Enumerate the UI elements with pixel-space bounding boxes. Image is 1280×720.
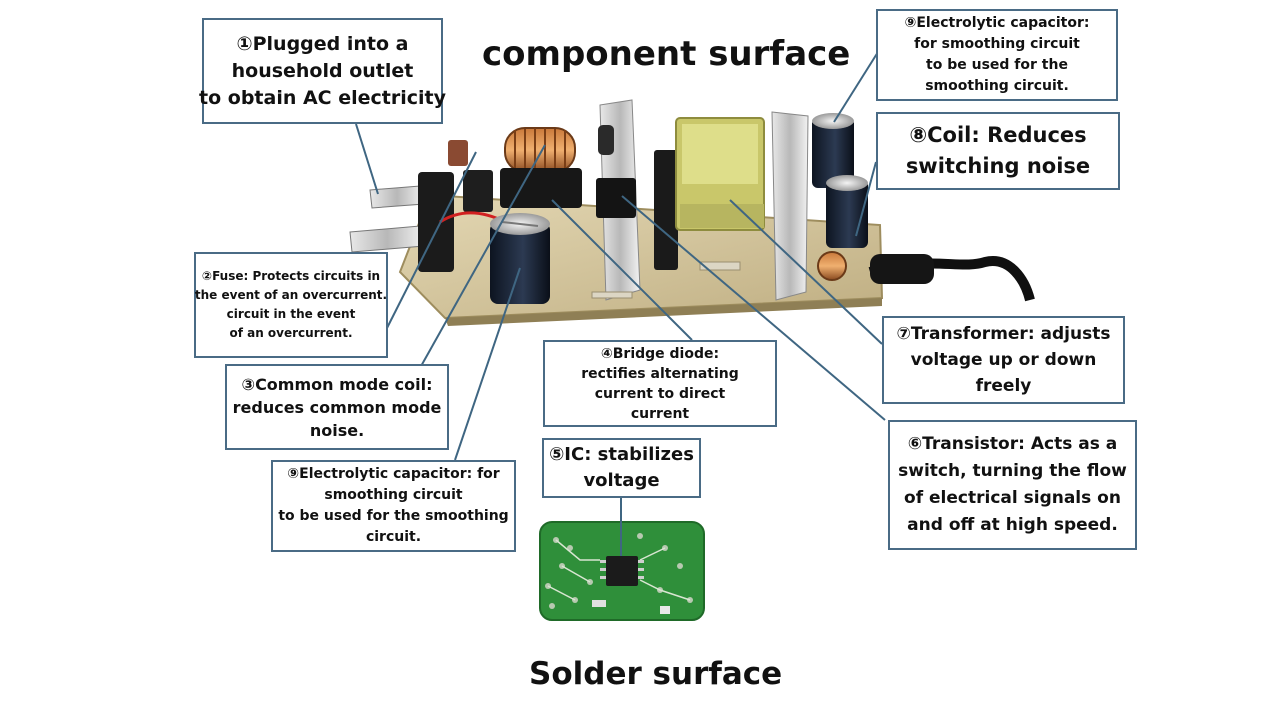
- callout-transistor-line: ⑥Transistor: Acts as a: [907, 434, 1118, 454]
- callout-coil-line: ⑧Coil: Reduces: [909, 123, 1087, 147]
- ic-chip-part: [606, 556, 638, 586]
- callout-fuse-line: the event of an overcurrent.: [194, 288, 388, 302]
- callout-capacitor-bottom-line: ⑨Electrolytic capacitor: for: [287, 466, 500, 482]
- callout-fuse-line: of an overcurrent.: [229, 326, 353, 340]
- callout-plug-line: household outlet: [231, 59, 414, 82]
- callout-transformer-line: ⑦Transformer: adjusts: [896, 324, 1111, 344]
- callout-plug: ①Plugged into a household outlet to obta…: [199, 18, 446, 124]
- callout-ic-line: ⑤IC: stabilizes: [549, 444, 694, 465]
- callout-bridge-diode-line: current: [630, 405, 690, 422]
- output-cable: [868, 254, 1035, 302]
- callout-coil: ⑧Coil: Reduces switching noise: [876, 112, 1120, 190]
- callout-transistor-line: and off at high speed.: [907, 515, 1118, 535]
- electrolytic-capacitor-lower-part: [490, 213, 550, 304]
- component-board: [349, 99, 1035, 326]
- callout-common-mode-coil-line: reduces common mode: [232, 397, 442, 417]
- callout-capacitor-top-line: for smoothing circuit: [914, 36, 1080, 52]
- callout-bridge-diode-line: current to direct: [594, 385, 726, 402]
- callout-transistor: ⑥Transistor: Acts as a switch, turning t…: [888, 420, 1137, 550]
- callout-common-mode-coil: ③Common mode coil: reduces common mode n…: [225, 364, 449, 450]
- callout-ic-line: voltage: [583, 470, 660, 491]
- callout-coil-line: switching noise: [905, 154, 1091, 178]
- callout-transformer: ⑦Transformer: adjusts voltage up or down…: [882, 316, 1125, 404]
- callout-capacitor-top: ⑨Electrolytic capacitor: for smoothing c…: [876, 9, 1118, 101]
- callout-fuse: ②Fuse: Protects circuits in the event of…: [194, 252, 388, 358]
- callout-common-mode-coil-line: ③Common mode coil:: [241, 374, 433, 394]
- callout-ic: ⑤IC: stabilizes voltage: [542, 438, 701, 498]
- callout-capacitor-bottom-line: circuit.: [365, 529, 422, 545]
- common-mode-coil-part: [500, 127, 582, 208]
- callout-fuse-line: circuit in the event: [226, 307, 356, 321]
- callout-plug-line: to obtain AC electricity: [199, 86, 446, 109]
- callout-capacitor-bottom: ⑨Electrolytic capacitor: for smoothing c…: [271, 460, 516, 552]
- callout-transistor-line: switch, turning the flow: [898, 461, 1127, 481]
- callout-plug-line: ①Plugged into a: [236, 32, 409, 55]
- callout-transistor-line: of electrical signals on: [904, 488, 1121, 508]
- callout-fuse-line: ②Fuse: Protects circuits in: [201, 269, 381, 283]
- callout-capacitor-top-line: ⑨Electrolytic capacitor:: [904, 15, 1090, 31]
- callout-bridge-diode: ④Bridge diode: rectifies alternating cur…: [543, 340, 777, 427]
- output-coil-part: [817, 251, 847, 281]
- callout-capacitor-top-line: to be used for the: [926, 57, 1068, 73]
- callout-capacitor-top-line: smoothing circuit.: [925, 78, 1069, 94]
- callout-transformer-line: freely: [975, 376, 1032, 396]
- callout-capacitor-bottom-line: smoothing circuit: [324, 487, 463, 503]
- callout-capacitor-bottom-line: to be used for the smoothing: [278, 508, 509, 524]
- solder-board: [539, 521, 705, 621]
- fuse-part: [448, 140, 468, 166]
- leader-lines: [355, 51, 886, 556]
- transformer-part: [675, 117, 765, 231]
- solder-surface-heading: Solder surface: [529, 656, 783, 692]
- callout-transformer-line: voltage up or down: [910, 350, 1097, 370]
- callout-common-mode-coil-line: noise.: [309, 420, 365, 440]
- component-surface-heading: component surface: [482, 34, 851, 74]
- callout-bridge-diode-line: rectifies alternating: [581, 365, 739, 382]
- callout-bridge-diode-line: ④Bridge diode:: [600, 345, 720, 362]
